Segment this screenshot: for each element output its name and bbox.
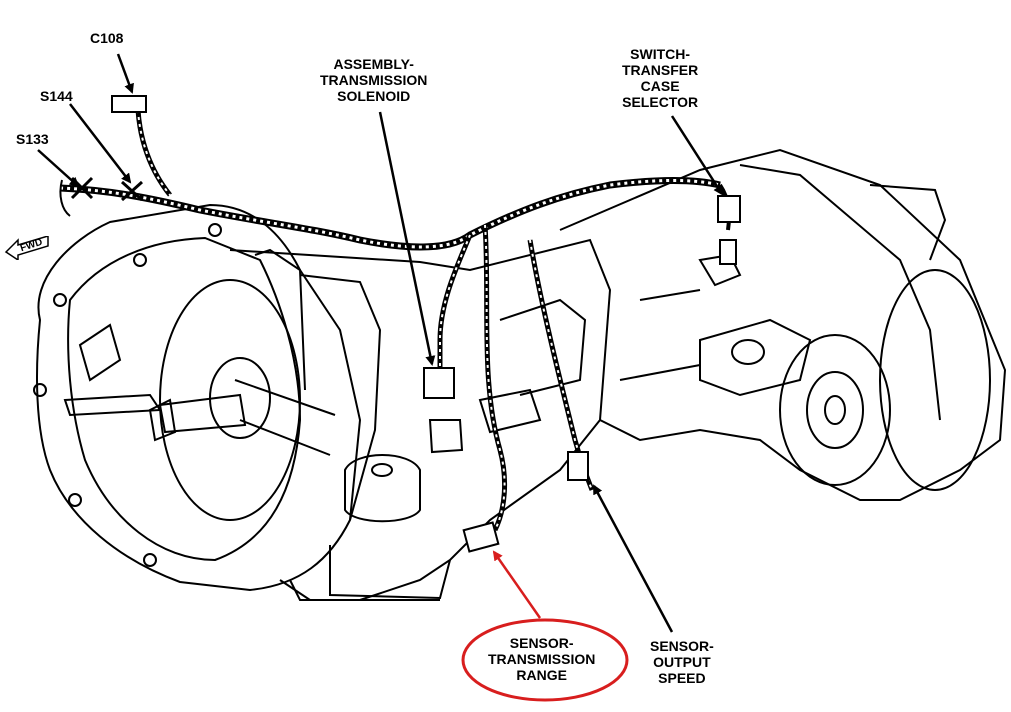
output-speed-arrow bbox=[592, 484, 674, 633]
connector-solenoid bbox=[423, 367, 455, 399]
s144-arrow bbox=[69, 103, 132, 184]
s133-arrow bbox=[37, 149, 80, 188]
bell-housing bbox=[33, 203, 362, 592]
connector-output-speed bbox=[567, 451, 589, 481]
input-shaft bbox=[148, 279, 336, 521]
label-switch: SWITCH- TRANSFER CASE SELECTOR bbox=[622, 46, 699, 110]
forward-arrow-icon bbox=[4, 234, 49, 262]
label-s133: S133 bbox=[16, 131, 49, 147]
connector-switch bbox=[717, 195, 741, 223]
transmission-case bbox=[229, 238, 612, 601]
transfer-case bbox=[559, 148, 1007, 501]
label-s144: S144 bbox=[40, 88, 73, 104]
label-c108: C108 bbox=[90, 30, 124, 46]
forward-indicator: FWD bbox=[4, 234, 50, 262]
label-output-speed: SENSOR- OUTPUT SPEED bbox=[650, 638, 714, 686]
connectors bbox=[111, 95, 741, 553]
c108-arrow bbox=[116, 53, 134, 94]
solenoid-arrow bbox=[378, 111, 436, 366]
range-sensor-arrow bbox=[492, 550, 542, 619]
label-range-sensor: SENSOR- TRANSMISSION RANGE bbox=[488, 635, 596, 683]
connector-c108 bbox=[111, 95, 147, 113]
wiring-harness bbox=[59, 109, 731, 532]
leader-lines bbox=[37, 53, 724, 633]
label-solenoid: ASSEMBLY- TRANSMISSION SOLENOID bbox=[320, 56, 428, 104]
highlight-ellipse bbox=[461, 618, 629, 702]
connector-range-sensor bbox=[462, 521, 500, 553]
splice-marks bbox=[59, 176, 144, 217]
switch-arrow bbox=[670, 115, 724, 196]
